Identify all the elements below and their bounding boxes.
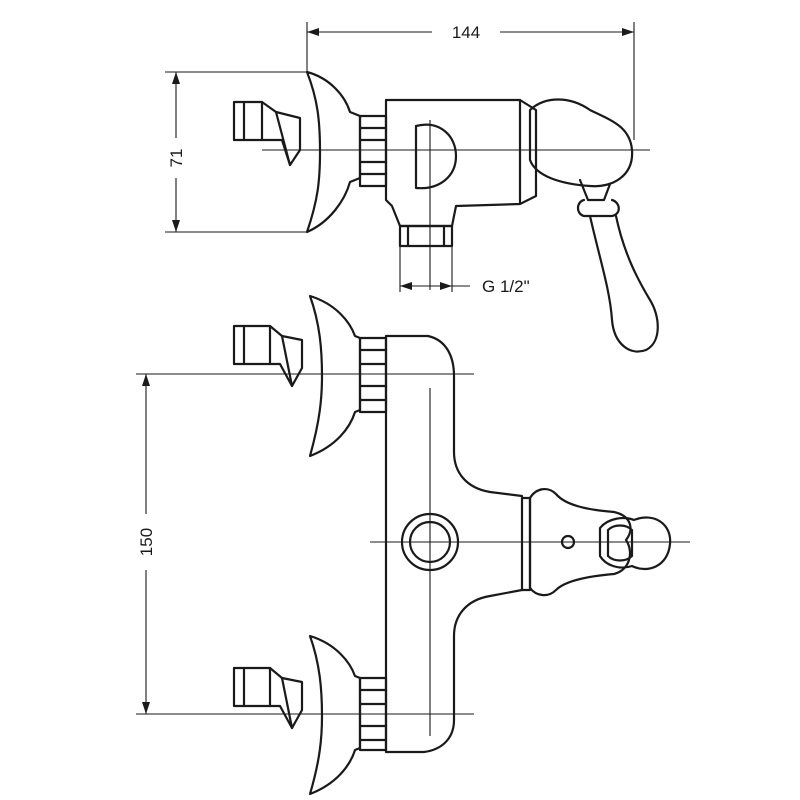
- dimension-150: 150: [136, 373, 210, 715]
- front-view: 150: [136, 294, 690, 796]
- dimension-g-half-inch: G 1/2": [399, 246, 530, 296]
- front-upper-connector: [232, 324, 304, 388]
- dimension-150-label: 150: [137, 528, 156, 556]
- dimension-144: 144: [306, 22, 635, 140]
- dimension-71: 71: [165, 71, 307, 233]
- front-lower-escutcheon: [308, 634, 362, 796]
- side-lever-handle: [528, 98, 659, 353]
- front-lower-connector: [232, 666, 304, 730]
- thread-size-label: G 1/2": [482, 277, 530, 296]
- front-upper-escutcheon: [308, 294, 362, 458]
- side-escutcheon: [305, 70, 362, 234]
- dimension-71-label: 71: [167, 149, 186, 168]
- side-wall-connector: [232, 100, 302, 167]
- side-body: [384, 98, 538, 248]
- dimension-144-label: 144: [452, 23, 480, 42]
- front-body: [384, 334, 532, 754]
- side-view: 144 71 G 1/2": [165, 22, 659, 353]
- side-hex-nut: [358, 114, 388, 188]
